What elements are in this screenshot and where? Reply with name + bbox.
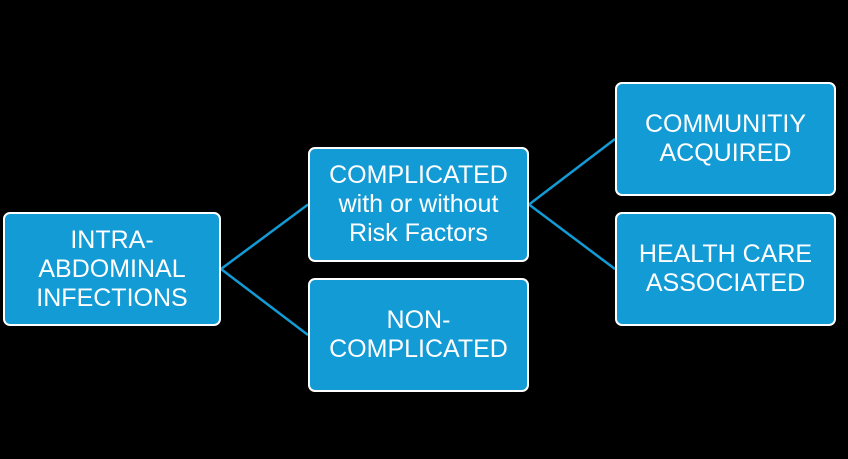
node-health-care-associated: HEALTH CARE ASSOCIATED xyxy=(615,212,836,326)
node-intra-abdominal-infections: INTRA- ABDOMINAL INFECTIONS xyxy=(3,212,221,326)
connector-complicated-to-community_acquired xyxy=(528,138,616,206)
connector-root-to-non_complicated xyxy=(220,268,309,336)
node-non-complicated: NON- COMPLICATED xyxy=(308,278,529,392)
connector-complicated-to-health_care_associated xyxy=(528,203,616,270)
connector-root-to-complicated xyxy=(220,203,309,271)
node-complicated: COMPLICATED with or without Risk Factors xyxy=(308,147,529,262)
node-community-acquired: COMMUNITIY ACQUIRED xyxy=(615,82,836,196)
